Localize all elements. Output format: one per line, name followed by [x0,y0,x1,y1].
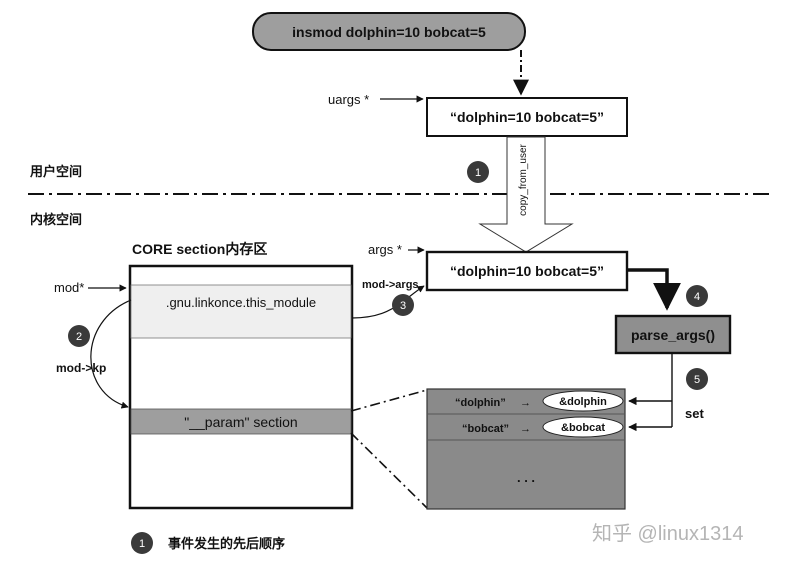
mod-kp-curve [90,299,132,409]
param-row-bobcat-name: “bobcat” [462,423,509,435]
mod-kp-label: mod->kp [56,361,106,375]
copy-from-user-label: copy_from_user [518,143,529,215]
param-row-dolphin: “dolphin” → &dolphin [455,390,624,412]
mod-args-label: mod->args [362,279,419,291]
step-2-number: 2 [76,331,82,343]
set-label: set [685,406,704,421]
param-row-dolphin-name: “dolphin” [455,397,506,409]
mod-pointer-label: mod* [54,280,84,295]
insmod-command-pill [252,12,526,51]
args-pointer-label: args * [368,242,402,257]
param-section-label: "__param" section [184,414,297,430]
this-module-box [130,284,352,339]
buffer-to-parse-args-arrow [627,268,681,311]
parse-args-label: parse_args() [631,327,715,343]
kernel-space-label: 内核空间 [30,212,82,227]
param-projection-top [350,389,428,412]
user-buffer-box [426,97,628,137]
core-section-title: CORE section内存区 [132,241,267,257]
dolphin-target-label: &dolphin [559,396,607,408]
watermark: 知乎 @linux1314 [592,522,743,545]
step-5-number: 5 [694,374,700,386]
uargs-pointer-label: uargs * [328,92,369,107]
dolphin-target-ellipse [542,390,624,412]
step-2-badge [68,325,90,347]
param-section-box [130,408,352,435]
legend-text: 事件发生的先后顺序 [168,536,285,551]
param-projection-bottom [350,432,428,509]
legend-badge [131,532,153,554]
legend-number: 1 [139,538,145,550]
param-row-dolphin-arrow: → [520,397,531,409]
param-row-bobcat: “bobcat” → &bobcat [462,416,624,438]
param-table-ellipsis: . . . [517,470,535,485]
step-4-number: 4 [694,291,700,303]
user-space-label: 用户空间 [29,164,82,179]
copy-from-user-arrow [478,136,574,253]
bobcat-target-label: &bobcat [561,422,605,434]
param-row-bobcat-arrow: → [520,423,531,435]
step-1-badge [467,161,489,183]
step-1-number: 1 [475,167,481,179]
parse-args-box [614,314,732,355]
step-3-number: 3 [400,300,406,312]
insmod-command-text: insmod dolphin=10 bobcat=5 [292,24,486,40]
step-4-badge [686,285,708,307]
kernel-buffer-text: “dolphin=10 bobcat=5” [450,263,604,279]
step-5-badge [686,368,708,390]
this-module-label: .gnu.linkonce.this_module [166,295,316,310]
bobcat-target-ellipse [542,416,624,438]
step-3-badge [392,294,414,316]
user-buffer-text: “dolphin=10 bobcat=5” [450,109,604,125]
